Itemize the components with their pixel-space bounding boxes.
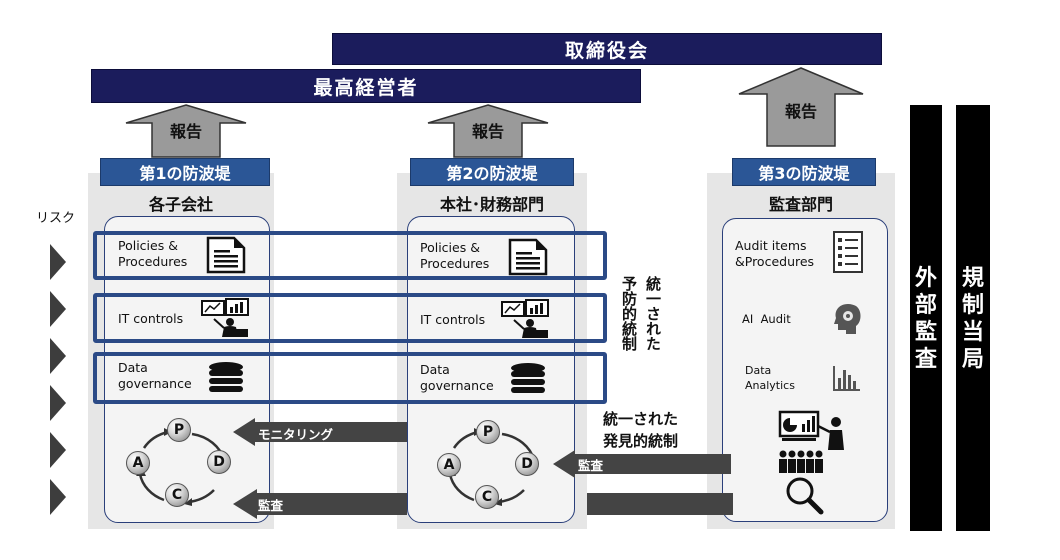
presentation-icon (778, 410, 844, 450)
line2-item-policies: Policies & Procedures (420, 240, 490, 271)
pdca-plan-node: P (476, 420, 500, 444)
line3-title: 監査部門 (768, 195, 833, 214)
risk-chevron-icon (50, 432, 66, 468)
external-audit-bar: 外部監査 (910, 105, 942, 531)
line2-defense-label: 第2の防波堤 (410, 158, 574, 186)
line1-defense-label: 第1の防波堤 (100, 158, 270, 186)
risk-label: リスク (36, 211, 76, 226)
unified-preventive-col2: 予防的統制 (620, 276, 638, 351)
pdca-check-node: C (475, 485, 499, 509)
report-label-2: 報告 (471, 122, 504, 141)
line3-item-audit-items: Audit items &Procedures (735, 238, 815, 269)
document-icon (508, 238, 548, 276)
monitoring-arrow (233, 418, 407, 446)
unified-preventive-col1: 統一された (644, 276, 662, 351)
pdca-do-node: D (515, 452, 539, 476)
pdca-plan-node: P (167, 418, 191, 442)
risk-chevron-icon (50, 244, 66, 280)
unified-detective-line2: 発見的統制 (603, 432, 679, 450)
it-controls-band (93, 293, 607, 343)
audit-label-mid: 監査 (578, 458, 604, 473)
risk-chevron-icon (50, 291, 66, 327)
line2-item-it-controls: IT controls (420, 312, 486, 327)
pdca-act-node: A (126, 451, 150, 475)
line1-item-data-governance: Data governance (118, 360, 192, 391)
line1-item-policies: Policies & Procedures (118, 238, 188, 269)
monitoring-label: モニタリング (258, 427, 334, 442)
database-icon (511, 363, 545, 393)
pdca-check-node: C (165, 483, 189, 507)
line2-title: 本社･財務部門 (439, 195, 544, 214)
report-up-arrow-3 (738, 67, 864, 147)
line1-title: 各子会社 (148, 195, 213, 214)
pdca-do-node: D (207, 450, 231, 474)
line3-item-ai-audit: AI Audit (742, 312, 791, 326)
report-up-arrow-2 (427, 104, 549, 158)
line1-item-it-controls: IT controls (118, 311, 184, 326)
policies-band (93, 231, 607, 280)
line2-item-data-governance: Data governance (420, 362, 494, 393)
audit-arrow-mid (553, 450, 731, 478)
ai-brain-icon (834, 304, 861, 334)
audit-label-long: 監査 (258, 498, 284, 513)
regulator-bar: 規制当局 (956, 105, 990, 531)
team-icon (779, 450, 823, 473)
risk-chevron-icon (50, 338, 66, 374)
magnifier-icon (786, 477, 824, 515)
document-icon (206, 236, 246, 274)
report-up-arrow-1 (125, 104, 247, 158)
dashboard-presenter-icon (201, 298, 249, 337)
report-label-3: 報告 (784, 102, 817, 121)
report-label-1: 報告 (169, 122, 202, 141)
unified-detective-line1: 統一された (603, 410, 679, 428)
data-governance-band (93, 352, 607, 404)
database-icon (209, 362, 243, 392)
pdca-act-node: A (437, 453, 461, 477)
top-management-banner: 最高経営者 (91, 69, 641, 103)
audit-arrow-tail (587, 493, 733, 515)
checklist-icon (833, 231, 863, 273)
risk-chevron-icon (50, 479, 66, 515)
line3-item-data-analytics: Data Analytics (745, 364, 795, 392)
bar-chart-icon (833, 366, 860, 391)
board-banner: 取締役会 (332, 33, 882, 65)
top-management-label: 最高経営者 (313, 76, 419, 99)
dashboard-presenter-icon (501, 299, 549, 338)
risk-chevron-icon (50, 385, 66, 421)
board-label: 取締役会 (564, 39, 649, 62)
line3-defense-label: 第3の防波堤 (732, 158, 876, 186)
audit-arrow-long (233, 489, 407, 519)
